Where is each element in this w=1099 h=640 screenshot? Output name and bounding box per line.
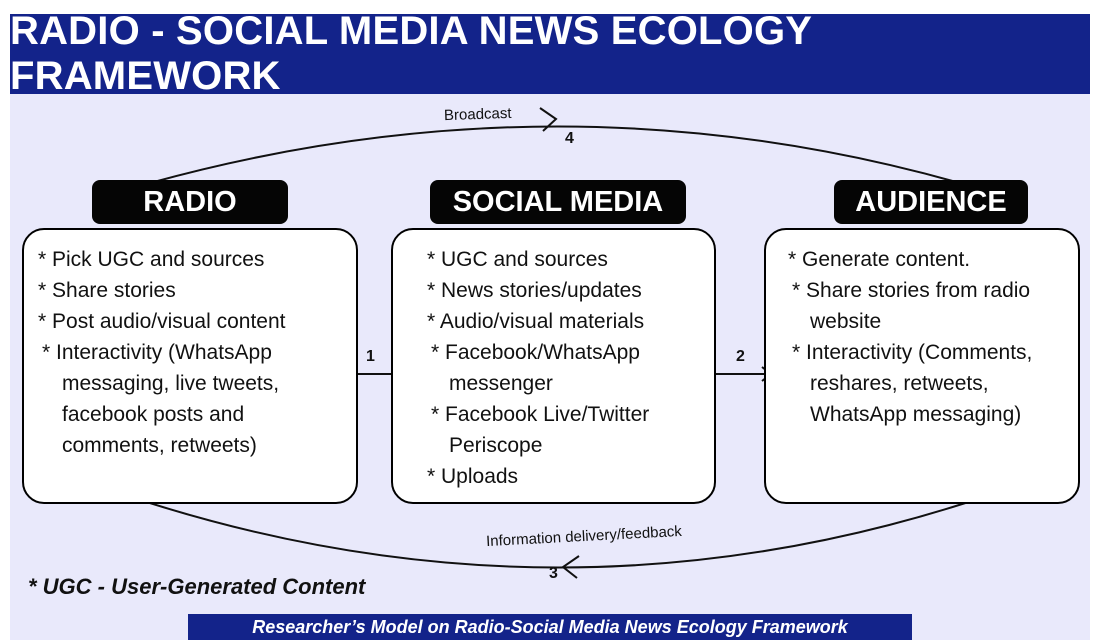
figure-caption: Researcher’s Model on Radio-Social Media… [188, 614, 912, 640]
social-audience-number: 2 [736, 348, 745, 365]
feedback-arrowhead [561, 555, 580, 579]
list-item: * Share stories from radio website [792, 279, 1031, 333]
feedback-number: 3 [549, 565, 558, 582]
audience-items: * Generate content. * Share stories from… [788, 244, 1072, 430]
list-item: * Interactivity (WhatsApp messaging, liv… [42, 341, 280, 457]
radio-items: * Pick UGC and sources * Share stories *… [38, 244, 348, 461]
list-item: * UGC and sources [427, 248, 608, 271]
broadcast-arc [149, 125, 961, 184]
radio-social-number: 1 [366, 348, 375, 365]
list-item: * Facebook/WhatsApp messenger [431, 341, 640, 395]
list-item: * Share stories [38, 279, 176, 302]
list-item: * Generate content. [788, 248, 971, 271]
feedback-arc [124, 494, 991, 569]
broadcast-arrowhead [539, 107, 558, 132]
list-item: * Post audio/visual content [38, 310, 286, 333]
list-item: * Uploads [427, 465, 519, 488]
list-item: * Audio/visual materials [427, 310, 645, 333]
list-item: * News stories/updates [427, 279, 642, 302]
radio-box: * Pick UGC and sources * Share stories *… [22, 228, 358, 504]
broadcast-label: Broadcast [443, 104, 512, 125]
social-media-items: * UGC and sources * News stories/updates… [427, 244, 708, 492]
social-media-header: SOCIAL MEDIA [430, 180, 686, 224]
list-item: * Interactivity (Comments, reshares, ret… [792, 341, 1033, 426]
audience-box: * Generate content. * Share stories from… [764, 228, 1080, 504]
radio-header: RADIO [92, 180, 288, 224]
broadcast-number: 4 [565, 130, 574, 147]
social-media-box: * UGC and sources * News stories/updates… [391, 228, 716, 504]
list-item: * Pick UGC and sources [38, 248, 265, 271]
diagram-title: RADIO - SOCIAL MEDIA NEWS ECOLOGY FRAMEW… [10, 9, 1090, 98]
list-item: * Facebook Live/Twitter Periscope [431, 403, 650, 457]
footnote: * UGC - User-Generated Content [28, 574, 366, 599]
audience-header: AUDIENCE [834, 180, 1028, 224]
